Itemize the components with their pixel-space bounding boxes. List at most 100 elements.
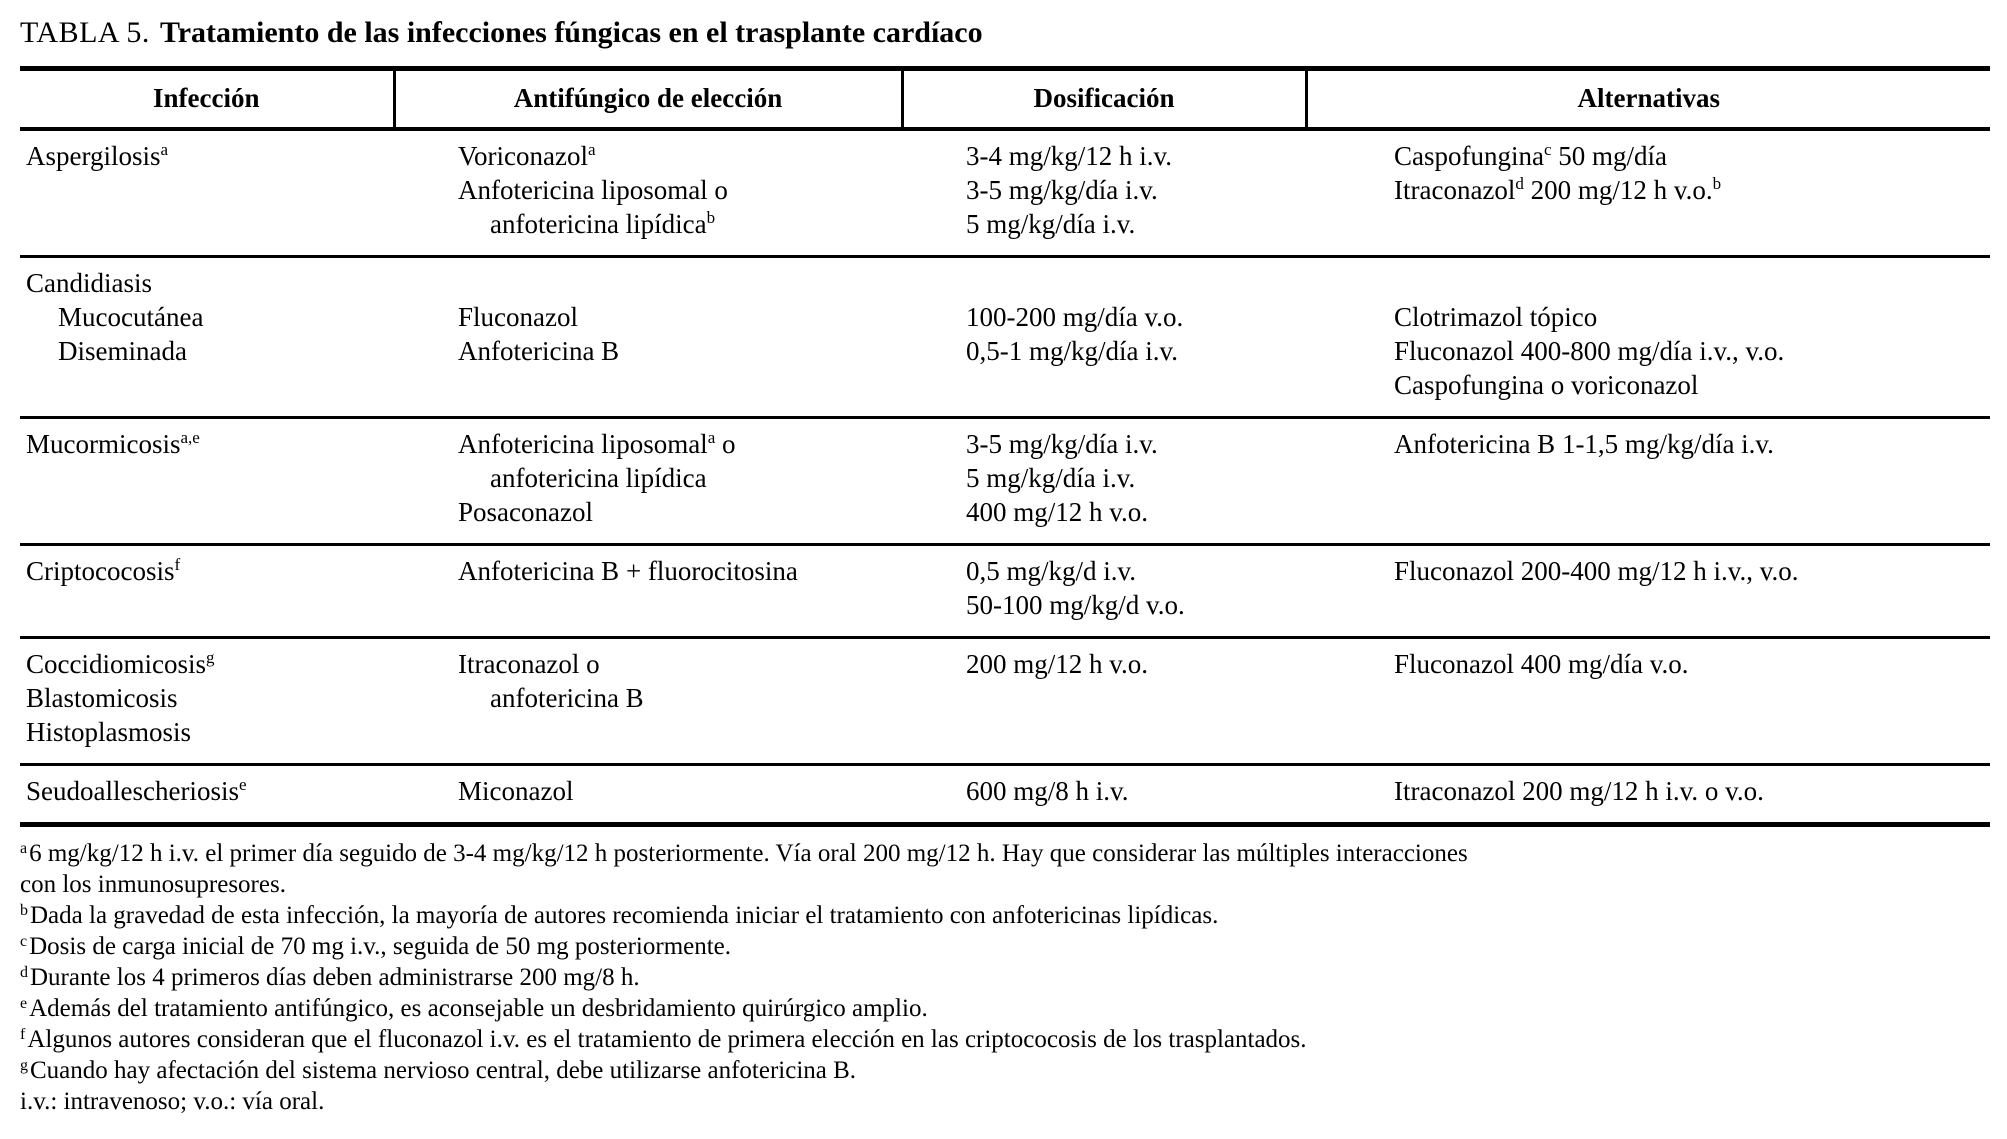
cell-dosage: 0,5 mg/kg/d i.v. 50-100 mg/kg/d v.o. [902, 545, 1306, 638]
footnote-a: a6 mg/kg/12 h i.v. el primer día seguido… [20, 840, 1468, 867]
cell-line: Anfotericina B + fluorocitosina [458, 556, 798, 586]
table-title: TABLA 5. Tratamiento de las infecciones f… [20, 14, 1990, 52]
cell-line: 5 mg/kg/día i.v. [966, 209, 1136, 239]
cell-line: Criptococosisf [26, 555, 181, 586]
footnote-c: cDosis de carga inicial de 70 mg i.v., s… [20, 933, 732, 960]
footnote-marker: g [20, 1057, 28, 1074]
cell-line: anfotericina lipídicab [490, 208, 716, 239]
footnote-f: fAlgunos autores consideran que el fluco… [20, 1026, 1307, 1053]
cell-alternatives: Itraconazol 200 mg/12 h i.v. o v.o. [1306, 765, 1990, 825]
cell-line: Seudoallescheriosise [26, 775, 247, 806]
cell-antifungal: Anfotericina liposomala o anfotericina li… [394, 418, 902, 545]
superscript-note-ref: f [174, 555, 181, 574]
cell-line: 3-5 mg/kg/día i.v. [966, 429, 1158, 459]
cell-line: Caspofunginac 50 mg/día [1394, 140, 1668, 171]
footnotes: a6 mg/kg/12 h i.v. el primer día seguido… [20, 838, 1970, 1117]
superscript-note-ref: a [707, 428, 716, 447]
cell-line: anfotericina B [490, 683, 644, 713]
cell-line [966, 266, 1304, 300]
cell-line: Blastomicosis [26, 683, 178, 713]
cell-alternatives: Anfotericina B 1-1,5 mg/kg/día i.v. [1306, 418, 1990, 545]
cell-line: Anfotericina liposomal o [458, 175, 728, 205]
cell-antifungal: Miconazol [394, 765, 902, 825]
cell-line: anfotericina lipídica [490, 463, 707, 493]
footnote-g: gCuando hay afectación del sistema nervi… [20, 1057, 857, 1084]
superscript-note-ref: g [205, 648, 215, 667]
cell-dosage: 200 mg/12 h v.o. [902, 638, 1306, 765]
cell-line: Itraconazol o [458, 649, 600, 679]
footnote-marker: d [20, 964, 28, 981]
cell-infection: Aspergilosisa [20, 129, 394, 257]
footnote-marker: e [20, 995, 28, 1012]
superscript-note-ref: a [587, 140, 596, 159]
cell-infection: Criptococosisf [20, 545, 394, 638]
cell-line: 400 mg/12 h v.o. [966, 497, 1148, 527]
cell-line: Itraconazol 200 mg/12 h i.v. o v.o. [1394, 776, 1764, 806]
column-header-infeccion: Infección [153, 83, 260, 113]
footnote-line: i.v.: intravenoso; v.o.: vía oral. [20, 1088, 325, 1115]
cell-line: Candidiasis [26, 268, 152, 298]
cell-dosage: 600 mg/8 h i.v. [902, 765, 1306, 825]
footnote-marker: b [20, 902, 28, 919]
cell-line: Histoplasmosis [26, 717, 192, 747]
superscript-note-ref: a [160, 140, 169, 159]
superscript-note-ref: b [1712, 174, 1722, 193]
cell-line: Mucocutánea [58, 302, 204, 332]
cell-line: 50-100 mg/kg/d v.o. [966, 590, 1185, 620]
cell-infection: Seudoallescheriosise [20, 765, 394, 825]
cell-line: Anfotericina liposomala o [458, 428, 736, 459]
cell-line [1394, 266, 1988, 300]
cell-line: Fluconazol 400 mg/día v.o. [1394, 649, 1689, 679]
footnote-marker: c [20, 933, 28, 950]
cell-line: 0,5-1 mg/kg/día i.v. [966, 336, 1178, 366]
cell-line: Voriconazola [458, 140, 596, 171]
cell-antifungal: Anfotericina B + fluorocitosina [394, 545, 902, 638]
table-row: Criptococosisf Anfotericina B + fluorocit… [20, 545, 1990, 638]
superscript-note-ref: c [1543, 140, 1552, 159]
cell-antifungal: Itraconazol o anfotericina B [394, 638, 902, 765]
cell-line: Miconazol [458, 776, 574, 806]
cell-line: 200 mg/12 h v.o. [966, 649, 1148, 679]
footnote-line: con los inmunosupresores. [20, 871, 286, 898]
cell-line: Diseminada [58, 336, 187, 366]
column-header-dosificacion: Dosificación [900, 68, 1306, 129]
footnote-e: eAdemás del tratamiento antifúngico, es … [20, 995, 928, 1022]
cell-infection: Mucormicosisa,e [20, 418, 394, 545]
footnote-d: dDurante los 4 primeros días deben admin… [20, 964, 640, 991]
cell-line: 3-4 mg/kg/12 h i.v. [966, 141, 1172, 171]
cell-line: 3-5 mg/kg/día i.v. [966, 175, 1158, 205]
cell-alternatives: Fluconazol 400 mg/día v.o. [1306, 638, 1990, 765]
cell-line [458, 266, 900, 300]
footnote-marker: a [20, 840, 28, 857]
table-number: TABLA 5. [20, 16, 150, 49]
table-caption: Tratamiento de las infecciones fúngicas … [159, 16, 983, 49]
cell-line: 0,5 mg/kg/d i.v. [966, 556, 1137, 586]
superscript-note-ref: d [1515, 174, 1524, 193]
footnote-b: bDada la gravedad de esta infección, la … [20, 902, 1219, 929]
superscript-note-ref: e [238, 775, 247, 794]
column-header-alternativas: Alternativas [1304, 68, 1990, 129]
cell-dosage: 3-5 mg/kg/día i.v. 5 mg/kg/día i.v. 400 mg… [902, 418, 1306, 545]
cell-line: Coccidiomicosisg [26, 648, 215, 679]
cell-line: Posaconazol [458, 497, 593, 527]
cell-line: Fluconazol 200-400 mg/12 h i.v., v.o. [1394, 556, 1799, 586]
cell-line: 5 mg/kg/día i.v. [966, 463, 1136, 493]
cell-line: Anfotericina B 1-1,5 mg/kg/día i.v. [1394, 429, 1774, 459]
superscript-note-ref: a,e [180, 428, 200, 447]
table-row: Seudoallescheriosise Miconazol 600 mg/8 h … [20, 765, 1990, 825]
cell-line: Aspergilosisa [26, 140, 169, 171]
superscript-note-ref: b [706, 208, 716, 227]
footnote-marker: f [20, 1026, 26, 1043]
cell-line: 600 mg/8 h i.v. [966, 776, 1129, 806]
